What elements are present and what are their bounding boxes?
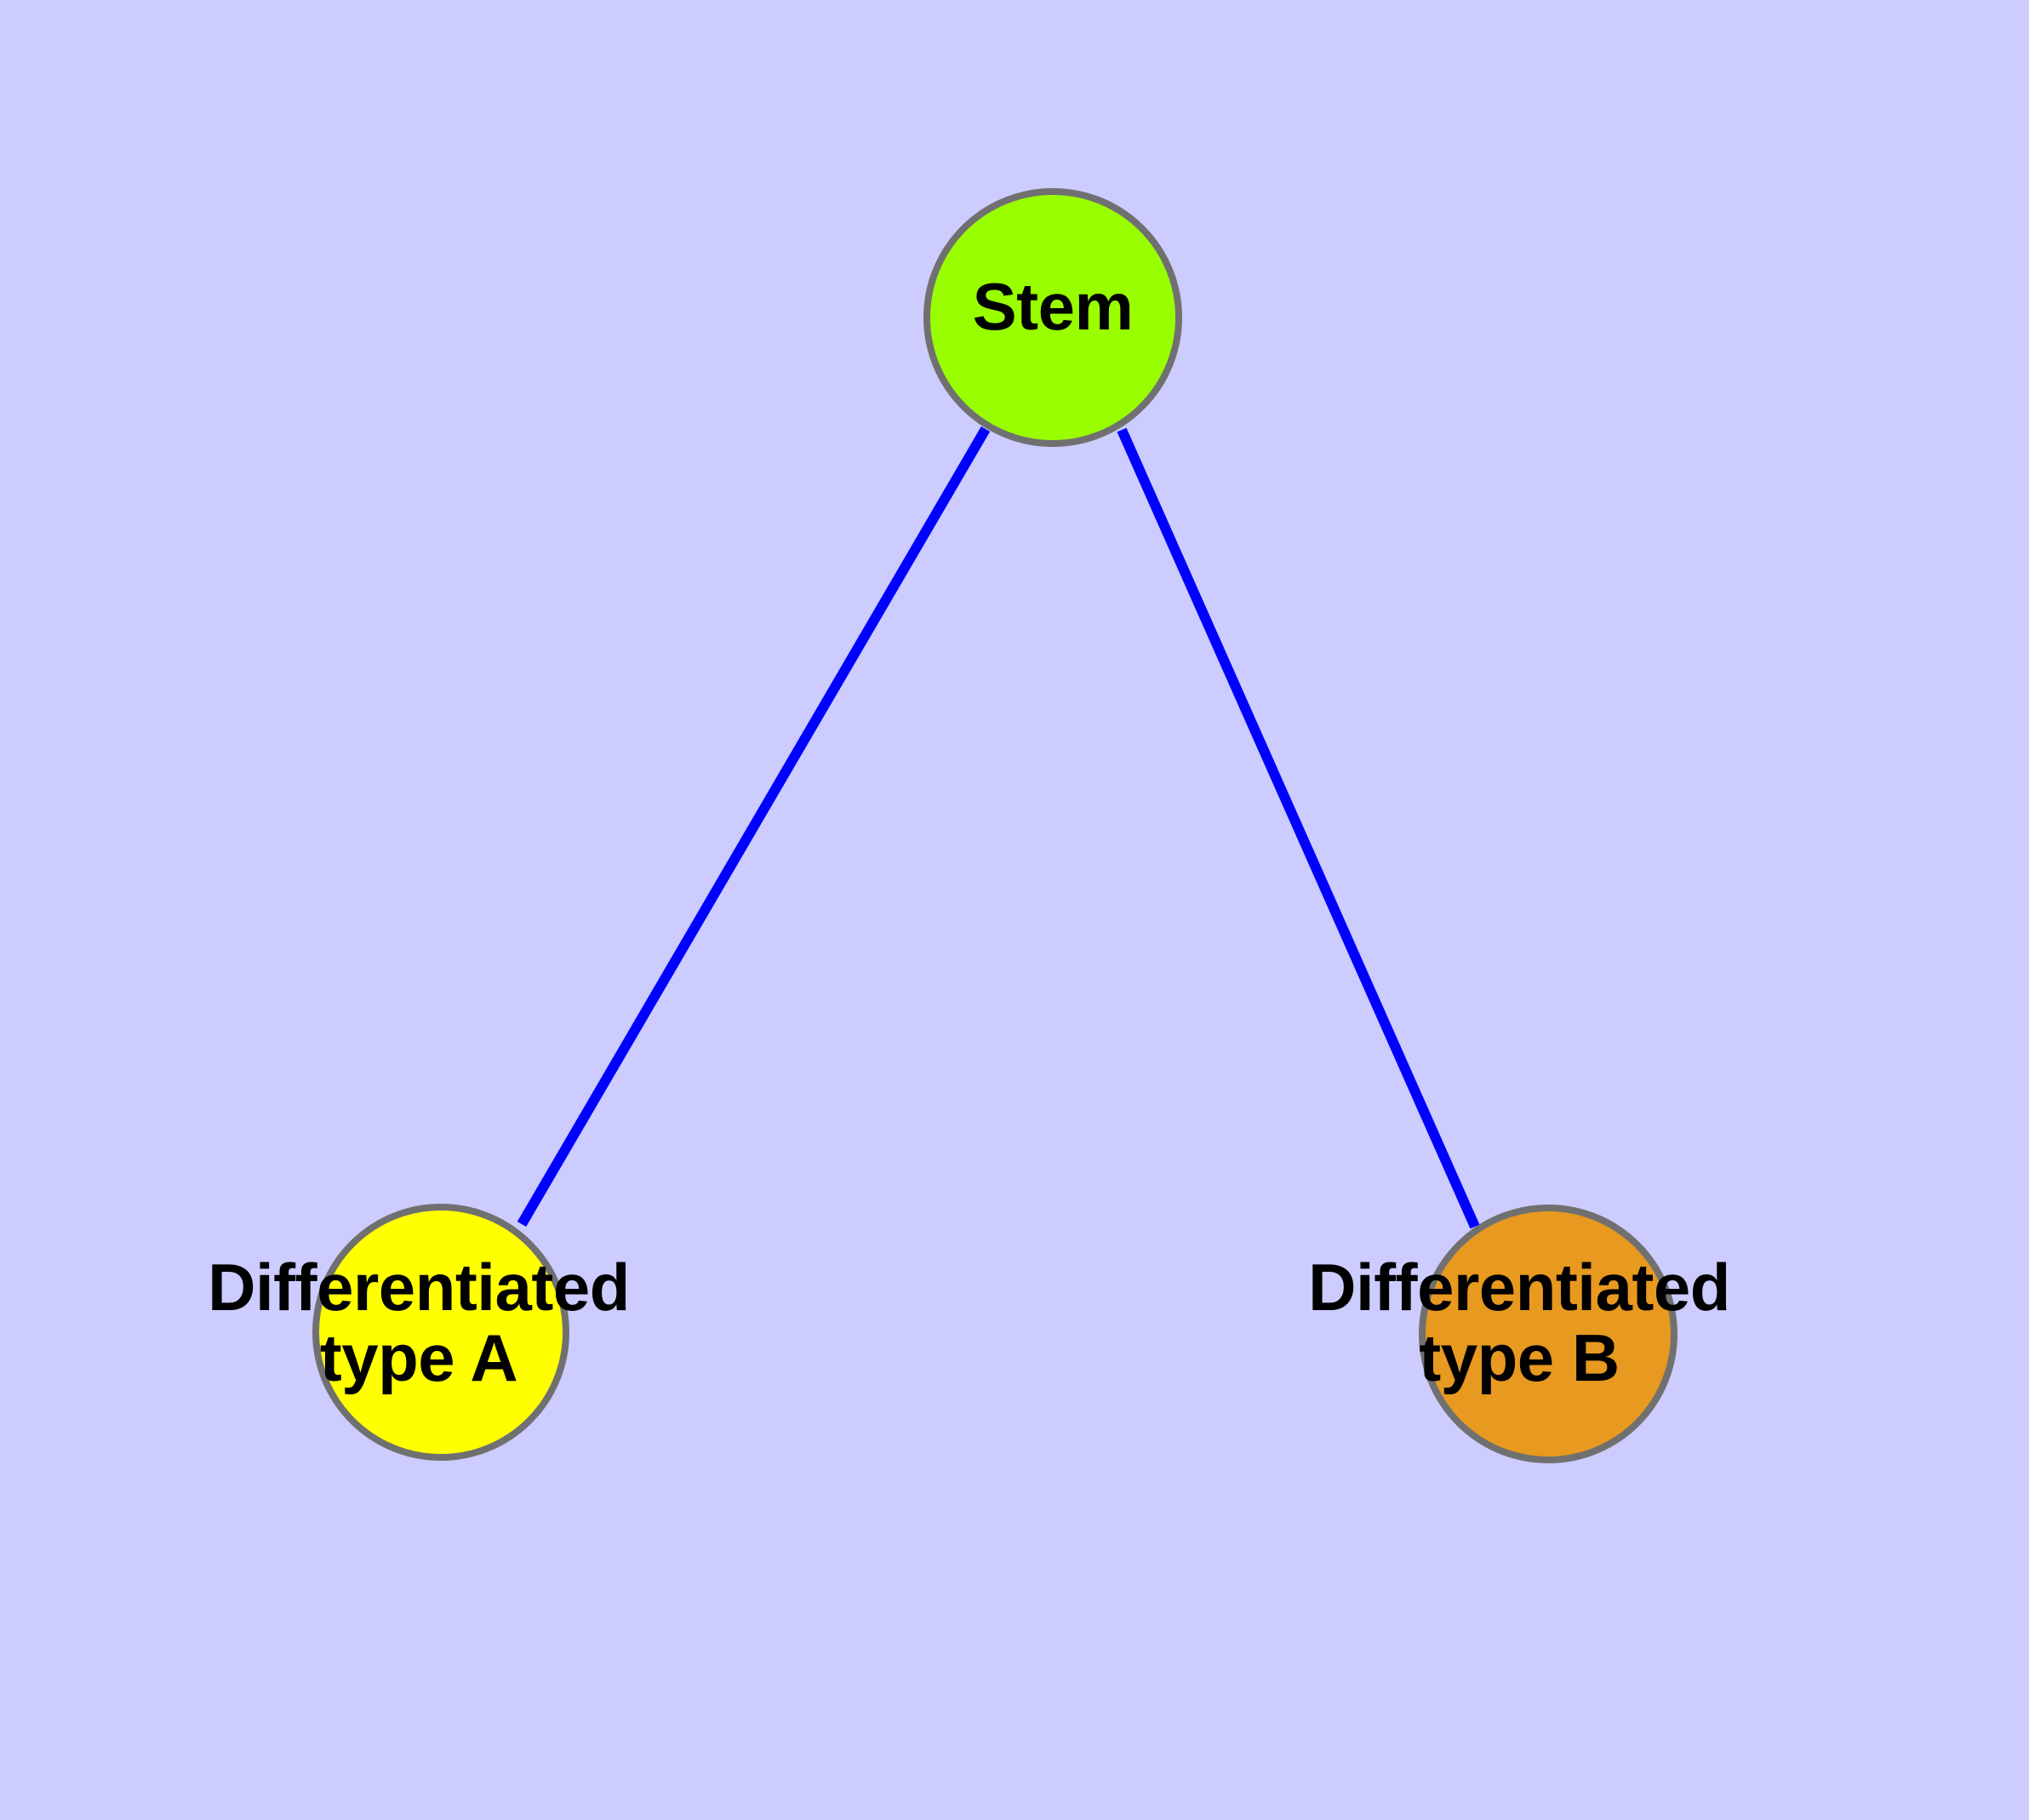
node-differentiated-type-b[interactable] xyxy=(1419,1205,1677,1463)
node-differentiated-type-a[interactable] xyxy=(312,1204,569,1461)
edge-stem-to-differentiated-type-b xyxy=(1117,427,1480,1229)
node-differentiated-type-b-label: Differentiated type B xyxy=(1308,1250,1730,1395)
node-differentiated-type-a-label: Differentiated type A xyxy=(208,1250,630,1395)
node-stem-label: Stem xyxy=(972,269,1134,344)
edge-stem-to-differentiated-type-a xyxy=(517,426,991,1228)
node-stem[interactable] xyxy=(923,188,1182,447)
